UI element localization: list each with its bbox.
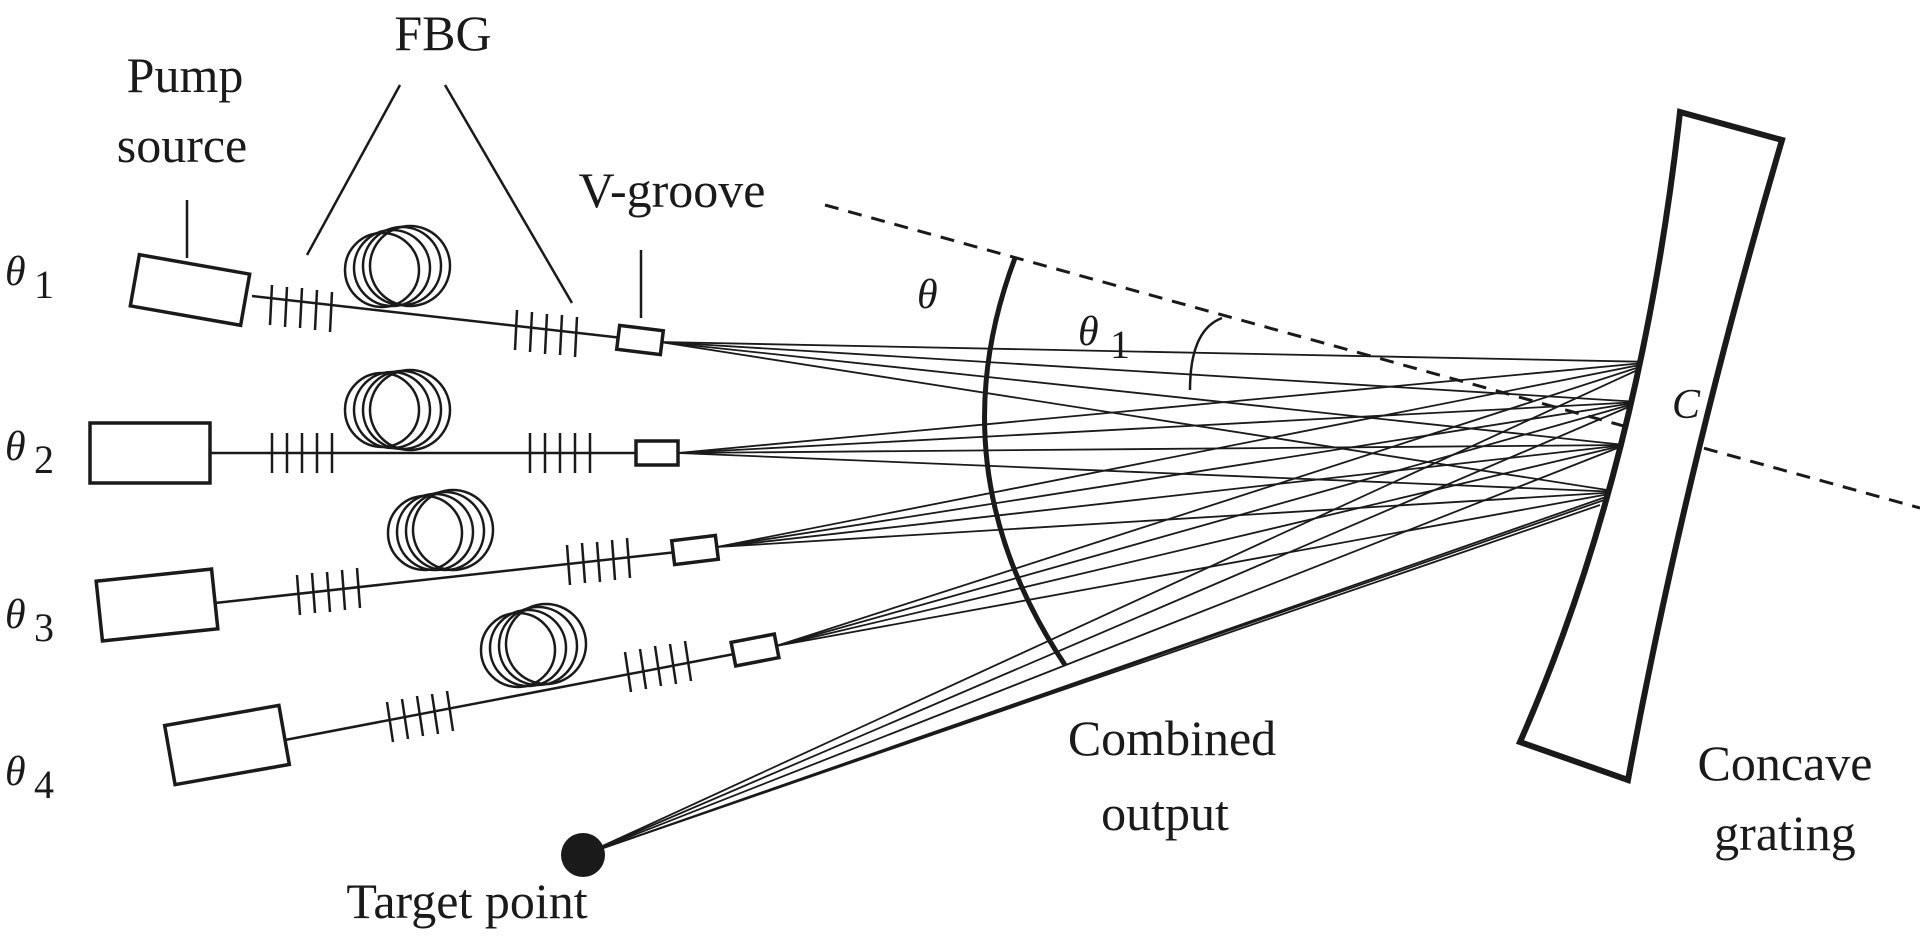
channel-label-3: θ 3	[5, 592, 54, 650]
beam-line-18	[582, 401, 1641, 856]
combined-output-label-line1: Combined	[1068, 710, 1276, 766]
channel-1-index: 1	[34, 262, 54, 307]
pump-source-label-line1: Pump	[127, 47, 244, 103]
beam-line-17	[582, 361, 1656, 856]
channel-2-index: 2	[34, 437, 54, 482]
channel-label-2: θ 2	[5, 424, 54, 482]
beam-line-13	[775, 361, 1656, 647]
channel-1-fbg-a	[268, 284, 334, 333]
channel-2-v-groove	[634, 439, 680, 467]
channel-2-symbol: θ	[5, 424, 26, 470]
target-point-marker	[561, 833, 605, 877]
channel-4-v-groove	[729, 631, 781, 669]
beam-line-7	[677, 444, 1626, 454]
beam-line-19	[582, 444, 1626, 856]
grating-normal-dashed-line	[824, 203, 1920, 510]
beam-line-6	[677, 401, 1641, 454]
channel-2	[88, 368, 680, 485]
angle-theta1-arc	[1188, 316, 1223, 391]
channel-3-fiber	[214, 548, 696, 605]
channel-3-symbol: θ	[5, 592, 26, 638]
angle-theta1-index: 1	[1110, 322, 1130, 367]
beam-line-11	[716, 444, 1626, 548]
pump-source-label-line2: source	[117, 117, 248, 173]
channel-3-v-groove	[669, 533, 721, 567]
concave-grating-label-line2: grating	[1714, 805, 1856, 861]
beam-line-22	[582, 504, 1601, 856]
channel-4-fbg-a	[385, 690, 455, 743]
fbg-leader-left	[305, 84, 402, 256]
channel-3-pump-source	[94, 567, 220, 643]
beam-line-15	[775, 444, 1626, 647]
channel-4-symbol: θ	[5, 749, 26, 795]
channel-1-v-groove	[614, 323, 666, 357]
beam-line-10	[716, 401, 1641, 548]
angle-theta1-symbol: θ	[1078, 309, 1099, 355]
channel-3-fbg-a	[295, 567, 362, 616]
beam-line-3	[659, 341, 1626, 446]
channel-3-fiber-coil	[386, 488, 495, 572]
channel-4-index: 4	[34, 762, 54, 807]
combined-output-arc	[982, 257, 1068, 667]
fbg-label: FBG	[394, 5, 491, 61]
channel-4-fiber-coil	[479, 602, 588, 689]
fbg-leader-right	[443, 84, 574, 304]
concave-grating	[1515, 108, 1786, 784]
angle-theta-outer-symbol: θ	[917, 272, 938, 318]
v-groove-label: V-groove	[578, 162, 765, 218]
channel-3-fbg-b	[565, 537, 632, 586]
channel-4-fbg-b	[623, 640, 693, 693]
leader-lines	[185, 84, 643, 318]
beam-line-8	[677, 452, 1621, 493]
channel-3-index: 3	[34, 605, 54, 650]
beam-line-4	[659, 341, 1621, 493]
beam-line-9	[716, 361, 1656, 548]
beam-fan	[582, 341, 1656, 856]
channel-2-fiber-coil	[343, 368, 452, 452]
channel-1-fbg-b	[513, 309, 579, 358]
beam-line-2	[659, 341, 1641, 403]
point-c-label: C	[1672, 382, 1701, 428]
channel-1-symbol: θ	[5, 249, 26, 295]
channel-label-1: θ 1	[5, 249, 54, 307]
combined-output-label-line2: output	[1101, 785, 1229, 841]
channel-4-fiber	[284, 648, 756, 742]
target-point-label: Target point	[346, 873, 587, 929]
channel-1-fiber	[251, 294, 641, 342]
beam-line-14	[775, 401, 1641, 647]
beam-line-5	[677, 361, 1656, 454]
concave-grating-label-line1: Concave	[1698, 735, 1873, 791]
channel-label-4: θ 4	[5, 749, 54, 807]
channel-2-pump-source	[88, 421, 212, 485]
channel-4	[162, 602, 781, 787]
beam-line-1	[659, 341, 1656, 363]
channel-4-pump-source	[162, 703, 292, 787]
channel-1-pump-source	[128, 252, 252, 328]
channel-3	[94, 488, 721, 643]
beam-line-16	[775, 491, 1621, 647]
channel-2-fbg-a	[270, 433, 334, 473]
channel-2-fbg-b	[528, 433, 592, 473]
channel-1	[128, 224, 666, 358]
channel-1-fiber-coil	[343, 224, 452, 309]
